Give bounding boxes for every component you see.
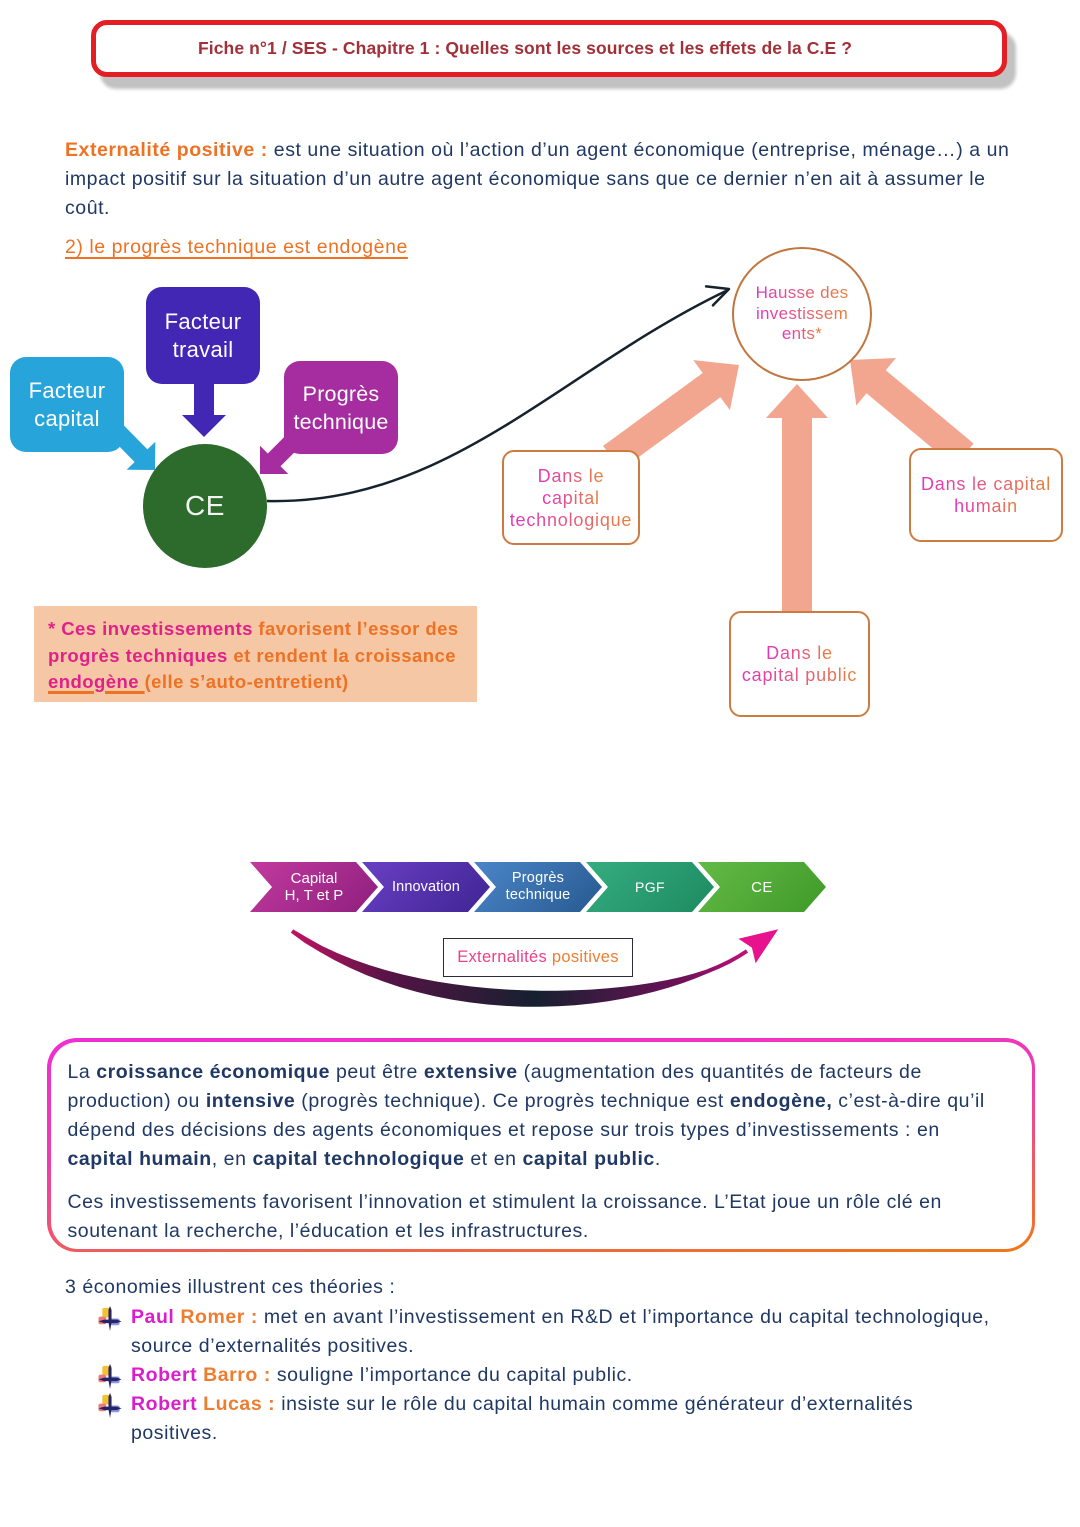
externalites-positives-label: Externalités positives bbox=[443, 938, 633, 977]
dart-bullet-icon bbox=[98, 1306, 122, 1331]
arrow-public-to-hausse bbox=[766, 384, 828, 612]
node-ce: CE bbox=[143, 444, 267, 568]
theories-heading: 3 économies illustrent ces théories : bbox=[65, 1276, 396, 1298]
section-heading: 2) le progrès technique est endogène bbox=[65, 236, 408, 258]
summary-box-inner: La croissance économique peut être exten… bbox=[50, 1041, 1032, 1249]
swoosh-arrowhead bbox=[738, 929, 779, 964]
arrow-travail-to-ce bbox=[182, 382, 226, 437]
curve-arrowhead bbox=[704, 285, 731, 307]
summary-paragraph-1: La croissance économique peut être exten… bbox=[67, 1060, 985, 1170]
list-item-romer: Paul Romer : met en avant l’investisseme… bbox=[98, 1303, 1033, 1361]
list-item-text: Robert Barro : souligne l’importance du … bbox=[131, 1364, 633, 1386]
list-item-lucas: Robert Lucas : insiste sur le rôle du ca… bbox=[98, 1390, 1033, 1448]
dart-bullet-icon bbox=[98, 1393, 122, 1418]
chevron-pgf: PGF bbox=[586, 862, 714, 912]
summary-paragraph-2: Ces investissements favorisent l’innovat… bbox=[67, 1190, 942, 1242]
theories-list: Paul Romer : met en avant l’investisseme… bbox=[98, 1303, 1033, 1448]
chevron-ce: CE bbox=[698, 862, 826, 912]
chevron-innovation: Innovation bbox=[362, 862, 490, 912]
intro-paragraph: Externalité positive : est une situation… bbox=[65, 139, 1010, 219]
footnote-box: * Ces investissements favorisent l’essor… bbox=[34, 606, 477, 702]
list-item-text: Paul Romer : met en avant l’investisseme… bbox=[131, 1306, 990, 1357]
summary-box: La croissance économique peut être exten… bbox=[47, 1038, 1035, 1252]
list-item-text: Robert Lucas : insiste sur le rôle du ca… bbox=[131, 1393, 914, 1444]
title-banner: Fiche n°1 / SES - Chapitre 1 : Quelles s… bbox=[91, 20, 1007, 77]
dart-bullet-icon bbox=[98, 1364, 122, 1389]
page-title: Fiche n°1 / SES - Chapitre 1 : Quelles s… bbox=[197, 38, 853, 58]
list-item-barro: Robert Barro : souligne l’importance du … bbox=[98, 1361, 1033, 1390]
